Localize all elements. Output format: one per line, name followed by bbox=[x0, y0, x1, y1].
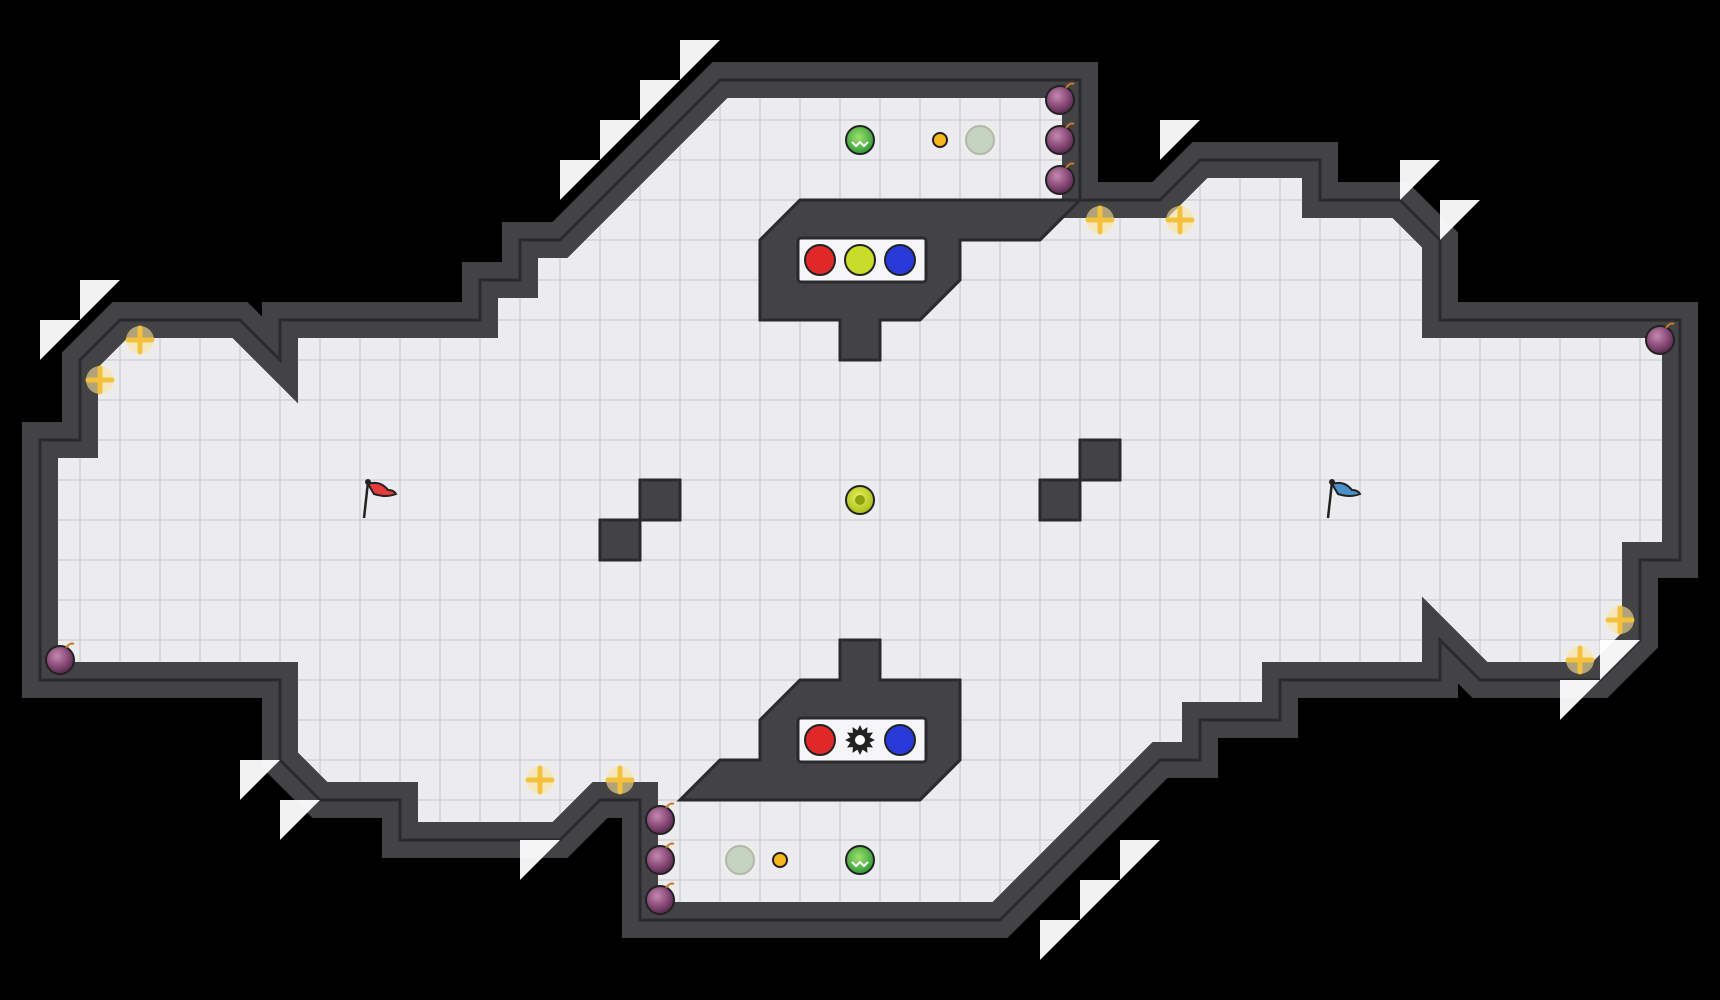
bomb-fuse bbox=[665, 802, 675, 809]
boost-cross bbox=[1165, 205, 1195, 235]
bomb-fuse bbox=[1065, 122, 1075, 129]
spike-center bbox=[855, 735, 865, 745]
powerup-icon[interactable] bbox=[845, 845, 875, 875]
portal-icon[interactable] bbox=[932, 132, 948, 148]
bomb-body bbox=[1045, 85, 1075, 115]
flag-cloth bbox=[1330, 481, 1362, 497]
bomb-icon[interactable] bbox=[1645, 322, 1675, 355]
inactive-gate-icon bbox=[965, 125, 995, 155]
bomb-body bbox=[645, 805, 675, 835]
bomb-body bbox=[645, 845, 675, 875]
red-button-icon[interactable] bbox=[804, 724, 836, 756]
boost-icon[interactable] bbox=[525, 765, 555, 795]
boost-icon[interactable] bbox=[1605, 605, 1635, 635]
bottom-button-panel bbox=[796, 716, 928, 764]
boost-icon[interactable] bbox=[1565, 645, 1595, 675]
wall-chamfer-highlight bbox=[640, 80, 680, 120]
bomb-fuse bbox=[65, 642, 75, 649]
blue-flag-icon[interactable] bbox=[1326, 479, 1362, 519]
boost-cross bbox=[1605, 605, 1635, 635]
bomb-icon[interactable] bbox=[645, 802, 675, 835]
wall-chamfer-highlight bbox=[1160, 120, 1200, 160]
wall-block bbox=[598, 518, 642, 562]
bomb-icon[interactable] bbox=[1045, 122, 1075, 155]
wall-chamfer-highlight bbox=[1040, 920, 1080, 960]
yellow-button-icon[interactable] bbox=[844, 244, 876, 276]
flag-cloth bbox=[366, 481, 398, 497]
top-button-panel bbox=[796, 236, 928, 284]
wall-block bbox=[1038, 478, 1082, 522]
red-button-icon[interactable] bbox=[804, 244, 836, 276]
bomb-fuse bbox=[665, 842, 675, 849]
wall-chamfer-highlight bbox=[680, 40, 720, 80]
boost-cross bbox=[605, 765, 635, 795]
bomb-body bbox=[1045, 125, 1075, 155]
powerup-body bbox=[845, 125, 875, 155]
bomb-body bbox=[645, 885, 675, 915]
boost-cross bbox=[525, 765, 555, 795]
powerup-body bbox=[845, 845, 875, 875]
bomb-icon[interactable] bbox=[645, 882, 675, 915]
map-objects bbox=[45, 82, 1675, 915]
wall-chamfer-highlight bbox=[1400, 160, 1440, 200]
bomb-body bbox=[1645, 325, 1675, 355]
wall-block bbox=[638, 478, 682, 522]
wall-chamfer-highlight bbox=[240, 760, 280, 800]
powerup-mark bbox=[851, 140, 869, 148]
blue-button-icon[interactable] bbox=[884, 724, 916, 756]
bomb-fuse bbox=[1065, 82, 1075, 89]
bomb-icon[interactable] bbox=[645, 842, 675, 875]
boost-icon[interactable] bbox=[605, 765, 635, 795]
boost-cross bbox=[1565, 645, 1595, 675]
wall-chamfer-highlight bbox=[1080, 880, 1120, 920]
center-button-dot bbox=[855, 495, 865, 505]
wall-chamfer-highlight bbox=[1560, 680, 1600, 720]
bomb-icon[interactable] bbox=[45, 642, 75, 675]
bomb-icon[interactable] bbox=[1045, 82, 1075, 115]
boost-icon[interactable] bbox=[1165, 205, 1195, 235]
blue-button-icon[interactable] bbox=[884, 244, 916, 276]
red-flag-icon[interactable] bbox=[362, 479, 398, 519]
boost-cross bbox=[1085, 205, 1115, 235]
boost-icon[interactable] bbox=[85, 365, 115, 395]
bomb-fuse bbox=[1665, 322, 1675, 329]
flag-pole bbox=[1326, 481, 1334, 519]
wall-chamfer-highlight bbox=[280, 800, 320, 840]
boost-cross bbox=[85, 365, 115, 395]
wall-chamfer-highlight bbox=[1120, 840, 1160, 880]
wall-chamfer-highlight bbox=[1600, 640, 1640, 680]
wall-chamfer-highlight bbox=[600, 120, 640, 160]
boost-icon[interactable] bbox=[1085, 205, 1115, 235]
bomb-fuse bbox=[1065, 162, 1075, 169]
bomb-fuse bbox=[665, 882, 675, 889]
wall-chamfer-highlight bbox=[1440, 200, 1480, 240]
powerup-icon[interactable] bbox=[845, 125, 875, 155]
bomb-icon[interactable] bbox=[1045, 162, 1075, 195]
wall-chamfer-highlight bbox=[40, 320, 80, 360]
portal-icon[interactable] bbox=[772, 852, 788, 868]
flag-pole bbox=[362, 481, 370, 519]
wall-chamfer-highlight bbox=[560, 160, 600, 200]
wall-chamfer-highlight bbox=[80, 280, 120, 320]
wall-chamfer-highlight bbox=[520, 840, 560, 880]
powerup-mark bbox=[851, 860, 869, 868]
outer-wall-edge bbox=[38, 78, 1682, 922]
inactive-gate-icon bbox=[725, 845, 755, 875]
wall-block bbox=[1078, 438, 1122, 482]
boost-icon[interactable] bbox=[125, 325, 155, 355]
bomb-body bbox=[1045, 165, 1075, 195]
bomb-body bbox=[45, 645, 75, 675]
boost-cross bbox=[125, 325, 155, 355]
yellow-center-button-icon[interactable] bbox=[845, 485, 875, 515]
